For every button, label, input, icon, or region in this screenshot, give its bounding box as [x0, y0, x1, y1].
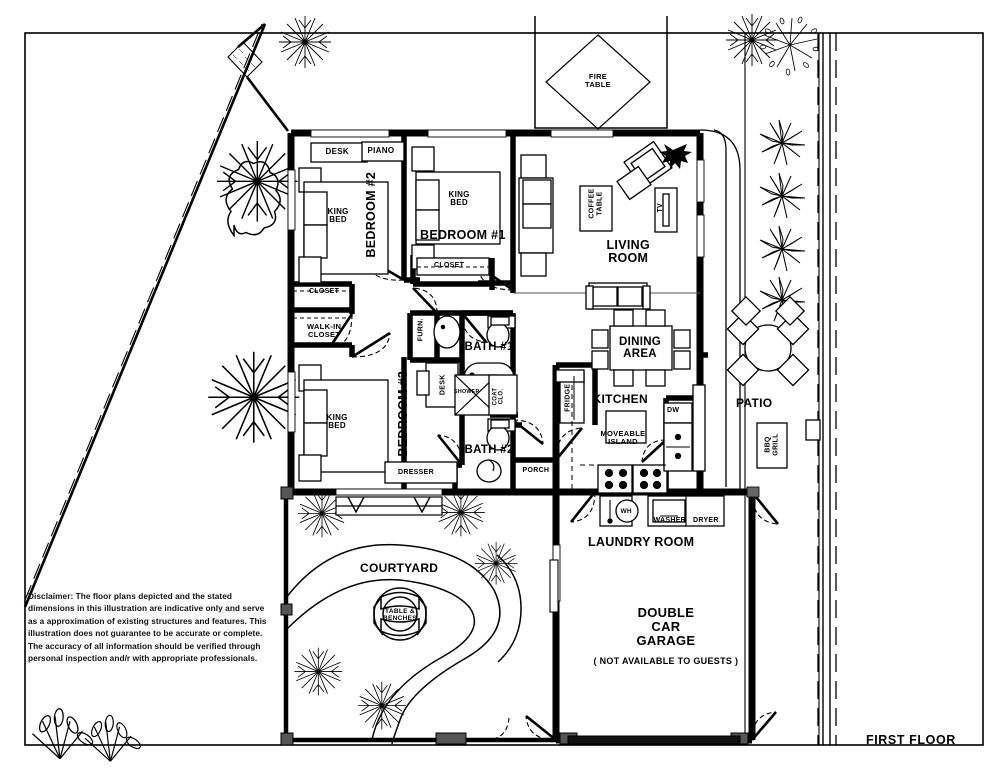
fixture-label-furnace: FURN. — [417, 318, 425, 342]
room-label-bedroom-2: BEDROOM #2 — [364, 171, 379, 258]
fixture-label-shower: SHOWER — [454, 389, 480, 395]
garage-door — [549, 559, 741, 745]
bedroom2-furniture — [298, 141, 405, 284]
room-label-laundry-room: LAUNDRY ROOM — [588, 535, 695, 549]
kitchen-fixtures — [555, 369, 706, 494]
entry-walk — [699, 129, 741, 490]
fixture-label-dresser: DRESSER — [398, 469, 434, 476]
fixture-label-coffee-table: COFFEE TABLE — [588, 187, 604, 219]
fixture-label-fridge: FRIDGE — [564, 383, 572, 412]
room-label-kitchen: KITCHEN — [592, 391, 648, 406]
fixture-label-coat-closet: COAT CLO. — [492, 387, 505, 405]
room-label-dining-area: DINING AREA — [619, 335, 662, 360]
fixture-label-table-benches: TABLE & BENCHES — [383, 608, 417, 623]
room-label-garage: DOUBLE CAR GARAGE — [636, 605, 696, 649]
living-room-furniture — [518, 140, 692, 310]
patio-upper-chairs — [730, 295, 806, 327]
fixture-label-desk-bedroom2: DESK — [325, 146, 349, 156]
fixture-label-bbq-grill: BBQ GRILL — [764, 432, 779, 456]
fixture-label-walk-in-closet: WALK-IN CLOSET — [307, 322, 342, 340]
fixture-label-dryer: DRYER — [693, 517, 719, 524]
room-label-patio: PATIO — [736, 395, 773, 410]
entry-pads — [746, 486, 760, 498]
courtyard-wall — [283, 492, 556, 743]
room-label-bath-1: BATH #1 — [464, 341, 514, 353]
room-label-bedroom-3: BEDROOM #3 — [396, 370, 411, 457]
fixture-label-king-bed-b1: KING BED — [448, 189, 470, 208]
fixture-label-fire-table: FIRE TABLE — [585, 72, 611, 90]
first-floor-label: FIRST FLOOR — [866, 733, 956, 747]
bath-fixtures — [433, 315, 518, 483]
disclaimer-text: Disclaimer: The floor plans depicted and… — [28, 591, 267, 664]
garage-note: ( NOT AVAILABLE TO GUESTS ) — [593, 656, 739, 666]
fixture-label-piano: PIANO — [367, 145, 395, 155]
fixture-label-closet-b2: CLOSET — [309, 288, 340, 295]
fixture-label-washer: WASHER — [653, 517, 687, 524]
courtyard-slider — [335, 496, 443, 516]
fixture-label-porch: PORCH — [522, 467, 550, 474]
fixture-label-closet-b1: CLOSET — [434, 262, 465, 269]
windows — [287, 129, 705, 602]
room-label-courtyard: COURTYARD — [360, 560, 439, 575]
door-swings — [329, 257, 779, 741]
fixture-label-king-bed-b2: KING BED — [327, 206, 349, 225]
sidewalk — [817, 33, 831, 745]
bedroom1-furniture — [411, 146, 501, 276]
room-label-living-room: LIVING ROOM — [606, 237, 650, 265]
dining-furniture — [591, 309, 691, 387]
room-label-bedroom-1: BEDROOM #1 — [420, 228, 506, 242]
room-label-bath-2: BATH #2 — [464, 444, 514, 456]
fixture-label-tv: TV — [657, 203, 664, 213]
laundry-fixtures — [599, 495, 725, 527]
fixture-label-desk-bedroom3: DESK — [439, 374, 447, 396]
courtyard-paths — [285, 543, 522, 745]
bedroom2-closet-shelf — [293, 290, 350, 319]
fixture-label-water-heater: WH — [620, 507, 632, 515]
property-line — [23, 23, 290, 608]
patio-furniture — [726, 312, 821, 469]
tree-large-left-lower — [207, 350, 301, 444]
bedroom3-furniture — [298, 362, 459, 484]
fixture-label-dishwasher: DW — [667, 407, 680, 414]
fixture-label-moveable-island: MOVEABLE ISLAND — [600, 429, 646, 447]
fire-table-area — [534, 16, 668, 130]
fixture-label-king-bed-b3: KING BED — [326, 412, 348, 431]
